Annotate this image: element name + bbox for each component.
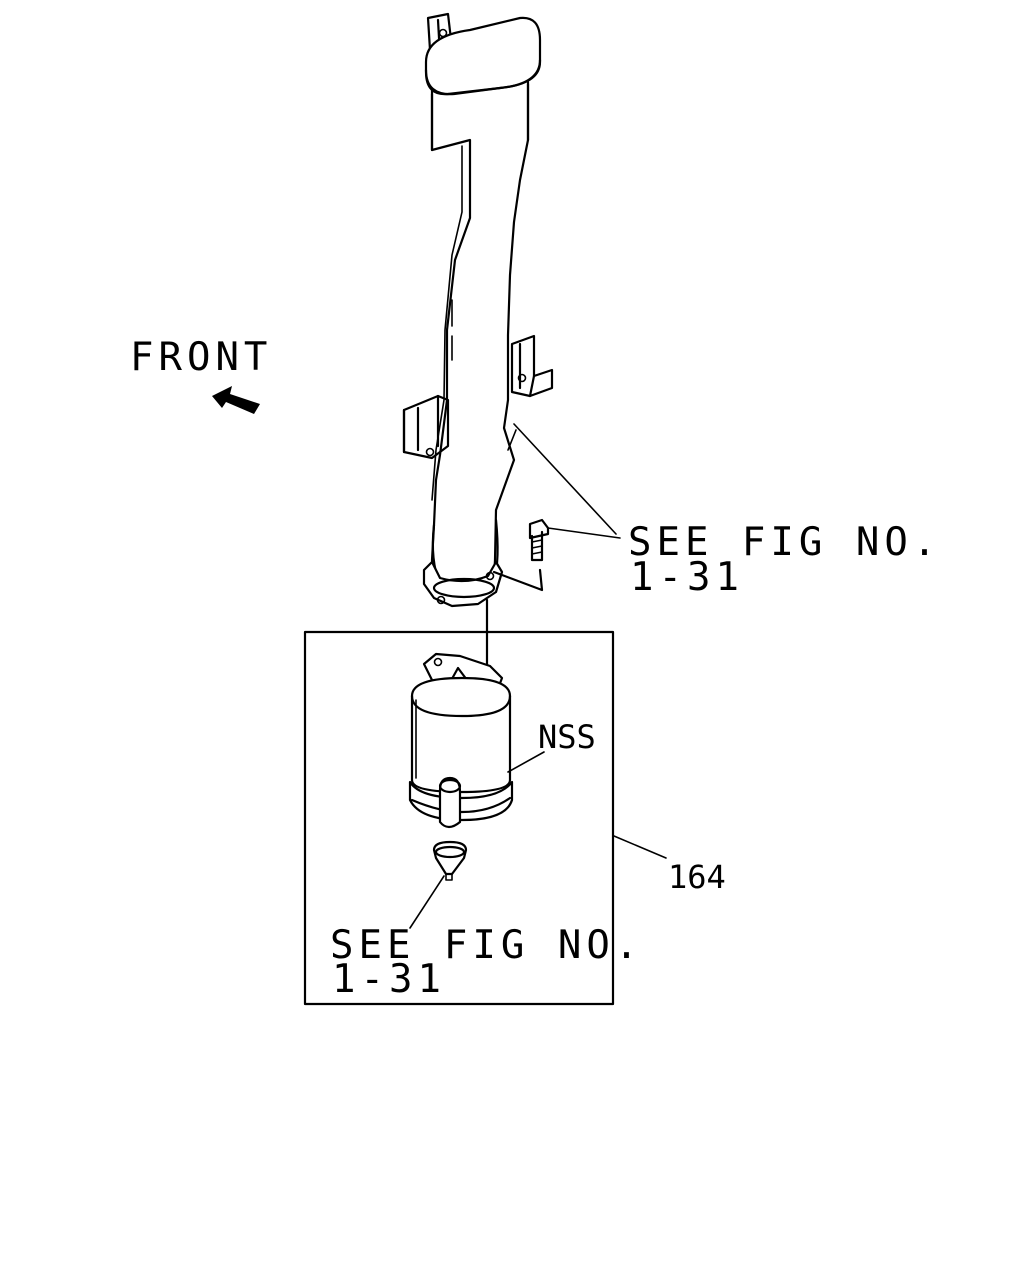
front-arrow-icon bbox=[212, 386, 260, 414]
nss-leader-line bbox=[507, 751, 545, 773]
lower-see-fig-leader bbox=[409, 875, 445, 929]
left-pipe-bracket bbox=[402, 394, 450, 460]
upper-see-fig-leaders bbox=[513, 423, 621, 539]
upper-see-fig-label-line1: SEE FIG NO. bbox=[628, 520, 941, 565]
flange-bolt bbox=[528, 518, 550, 562]
lower-see-fig-label-line2: 1-31 bbox=[332, 957, 446, 1002]
exhaust-pipe bbox=[424, 16, 542, 587]
pipe-outlet-flange bbox=[422, 560, 544, 608]
nss-label: NSS bbox=[538, 718, 596, 756]
front-label: FRONT bbox=[130, 335, 272, 380]
drain-plug bbox=[432, 840, 468, 881]
right-pipe-bracket bbox=[510, 334, 554, 398]
lower-see-fig-label-line1: SEE FIG NO. bbox=[330, 923, 643, 968]
part-number-label: 164 bbox=[668, 858, 726, 896]
upper-see-fig-label-line2: 1-31 bbox=[630, 555, 744, 600]
assembly-box bbox=[303, 630, 615, 1006]
part-number-leader-line bbox=[613, 835, 667, 859]
catalytic-converter bbox=[408, 652, 514, 829]
